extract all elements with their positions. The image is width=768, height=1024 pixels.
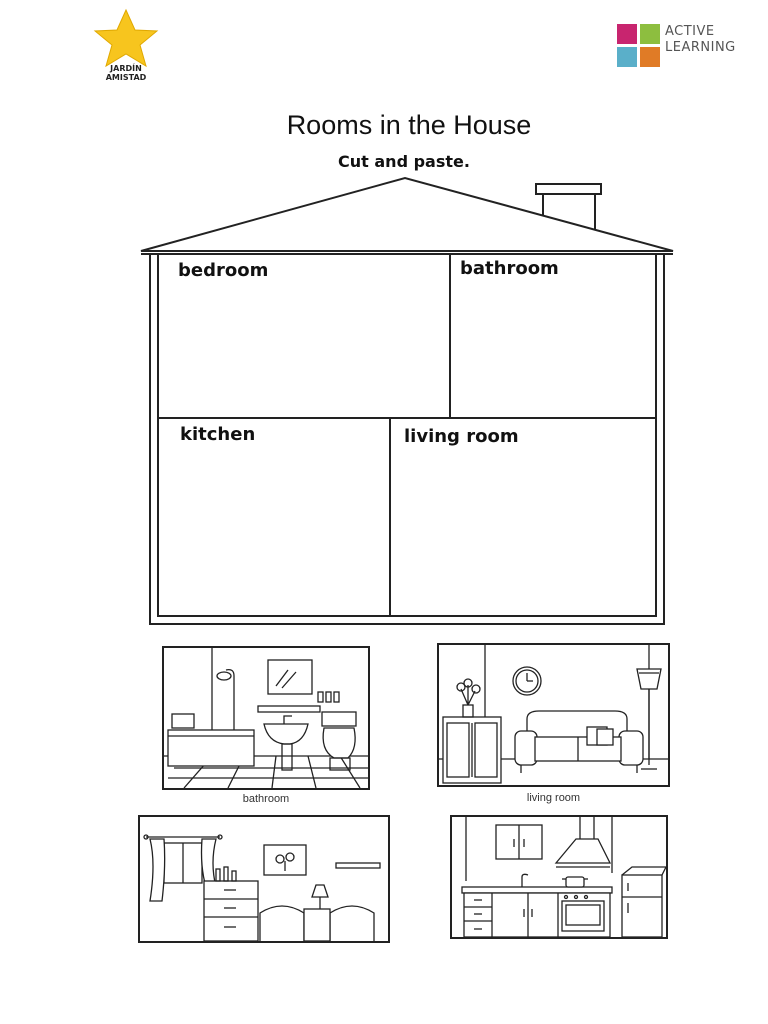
logo-square-orange bbox=[640, 47, 660, 67]
active-learning-logo: ACTIVE LEARNING bbox=[615, 22, 745, 78]
cutout-card-living-room[interactable] bbox=[437, 643, 670, 787]
room-label-bathroom: bathroom bbox=[460, 258, 559, 279]
logo-square-magenta bbox=[617, 24, 637, 44]
jardin-amistad-logo: JARDÍN AMISTAD bbox=[88, 8, 164, 88]
left-logo-text: JARDÍN AMISTAD bbox=[105, 64, 147, 82]
page-subtitle: Cut and paste. bbox=[338, 152, 470, 171]
right-logo-text: ACTIVE LEARNING bbox=[665, 24, 736, 55]
cutout-caption-living-room: living room bbox=[526, 792, 581, 804]
bathroom-illustration bbox=[164, 648, 368, 788]
bedroom-illustration bbox=[143, 834, 381, 941]
star-icon bbox=[93, 8, 159, 68]
drop-zone-bathroom[interactable]: bathroom bbox=[450, 254, 656, 418]
cutout-card-bathroom[interactable] bbox=[162, 646, 370, 790]
room-label-kitchen: kitchen bbox=[180, 424, 256, 445]
drop-zone-kitchen[interactable]: kitchen bbox=[158, 418, 390, 616]
kitchen-illustration bbox=[461, 817, 666, 937]
living-room-illustration bbox=[439, 645, 668, 784]
room-label-living-room: living room bbox=[404, 426, 519, 447]
drop-zone-living-room[interactable]: living room bbox=[390, 418, 656, 616]
room-label-bedroom: bedroom bbox=[178, 260, 269, 281]
drop-zone-bedroom[interactable]: bedroom bbox=[158, 254, 450, 418]
cutout-caption-bathroom: bathroom bbox=[242, 793, 290, 805]
page-title: Rooms in the House bbox=[286, 110, 532, 140]
cutout-card-kitchen[interactable] bbox=[450, 815, 668, 939]
cutout-card-bedroom[interactable] bbox=[138, 815, 390, 943]
logo-square-blue bbox=[617, 47, 637, 67]
logo-square-green bbox=[640, 24, 660, 44]
